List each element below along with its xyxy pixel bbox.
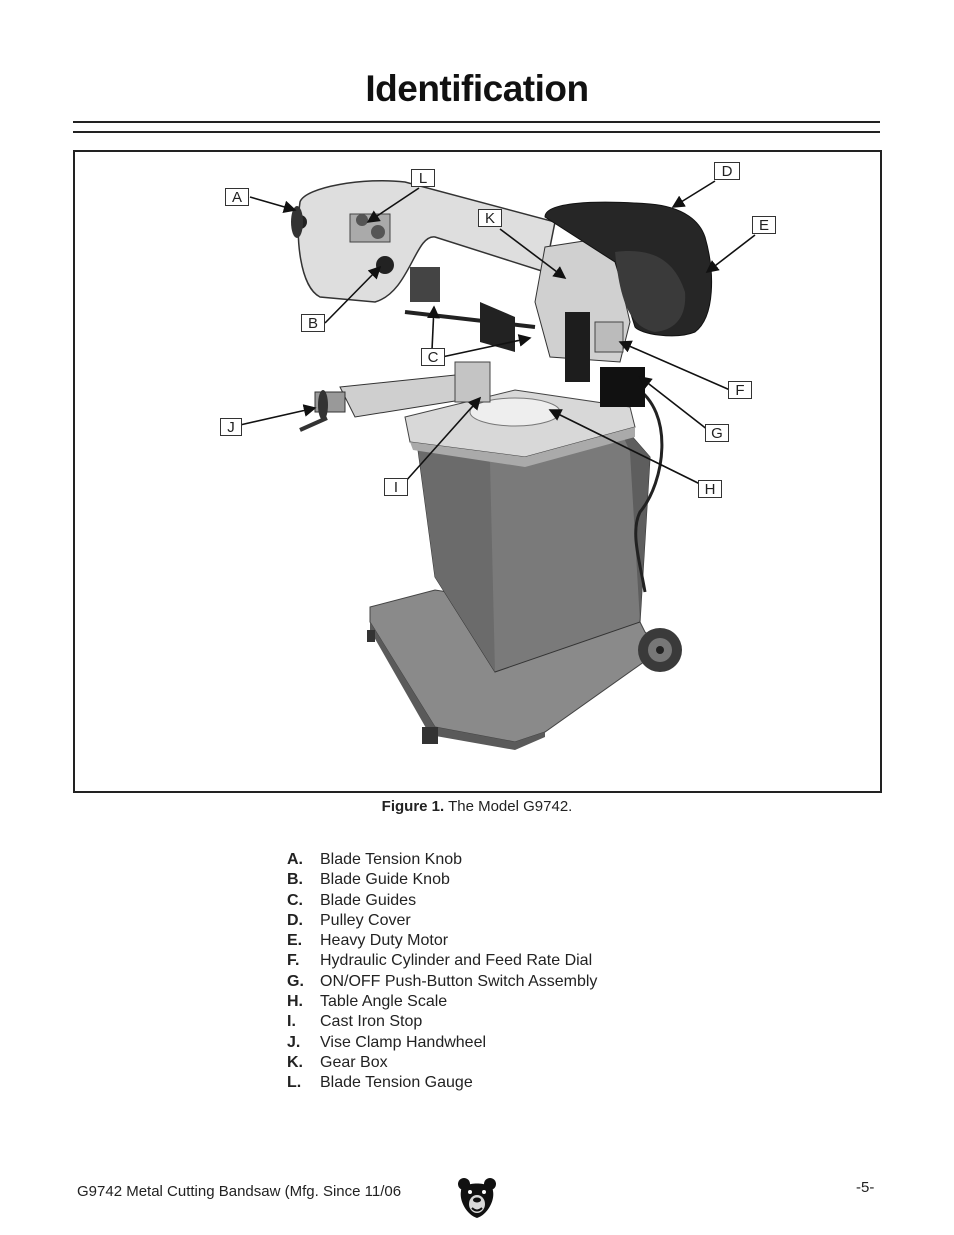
parts-list: A.Blade Tension Knob B.Blade Guide Knob … [287,850,597,1094]
list-label: Blade Guides [320,891,417,909]
vise [299,361,491,432]
callout-b: B [301,314,325,332]
figure-caption-label: Figure 1. [381,798,445,815]
leader-lines [239,180,756,486]
list-key: H. [287,993,303,1011]
list-label: Blade Tension Gauge [320,1074,473,1092]
saw-frame [291,179,556,352]
list-item: C. Blade Guides [287,891,597,911]
stand-cabinet [414,416,651,673]
list-item: F. Hydraulic Cylinder and Feed Rate Dial [287,951,597,971]
list-label: Gear Box [320,1053,388,1071]
list-key: J. [287,1033,301,1051]
list-key: A. [287,851,303,868]
bandsaw-illustration [239,179,756,750]
callout-j: J [220,418,242,436]
list-item: I. Cast Iron Stop [287,1012,597,1032]
list-label: Blade Tension Knob [320,851,463,868]
list-item: K. Gear Box [287,1053,597,1073]
bear-logo-icon [458,1178,496,1218]
footer-manual-title: G9742 Metal Cutting Bandsaw (Mfg. Since … [77,1183,402,1200]
list-label: Blade Guide Knob [320,871,450,889]
list-label: Table Angle Scale [320,993,448,1011]
wheel [638,628,682,672]
list-key: I. [287,1013,296,1031]
list-item: G. ON/OFF Push-Button Switch Assembly [287,972,597,992]
list-key: B. [287,871,303,889]
list-key: L. [287,1074,302,1092]
callout-g: G [705,424,729,442]
list-item: B. Blade Guide Knob [287,870,597,890]
callout-a: A [225,188,249,206]
list-label: Cast Iron Stop [320,1013,423,1031]
list-item: A. Blade Tension Knob [287,850,597,870]
list-item: J. Vise Clamp Handwheel [287,1033,597,1053]
list-key: D. [287,911,303,929]
page-title: Identification [365,68,589,109]
list-label: ON/OFF Push-Button Switch Assembly [320,972,598,990]
callout-l: L [411,169,435,187]
list-label: Heavy Duty Motor [320,932,449,950]
list-item: D. Pulley Cover [287,911,597,931]
figure-frame: A B C D E F G H I J K L [73,150,882,793]
list-key: E. [287,932,303,950]
callout-e: E [752,216,776,234]
callout-d: D [714,162,740,180]
list-item: L. Blade Tension Gauge [287,1073,597,1093]
callout-h: H [698,480,722,498]
list-item: E. Heavy Duty Motor [287,931,597,951]
list-key: G. [287,972,304,990]
figure-caption: Figure 1. The Model G9742. [0,798,954,815]
list-label: Pulley Cover [320,911,411,929]
callout-k: K [478,209,502,227]
list-key: K. [287,1053,303,1071]
list-key: F. [287,952,300,970]
list-label: Vise Clamp Handwheel [320,1033,487,1051]
title-rule-bottom [73,131,880,133]
callout-f: F [728,381,752,399]
list-key: C. [287,891,303,909]
table [404,389,636,467]
power-cord [634,385,664,593]
list-item: H. Table Angle Scale [287,992,597,1012]
page-number: -5- [856,1179,875,1196]
callout-c: C [421,348,445,366]
callout-i: I [384,478,408,496]
title-rule-top [73,121,880,123]
list-label: Hydraulic Cylinder and Feed Rate Dial [320,952,593,970]
figure-caption-text: The Model G9742. [444,798,573,815]
motor [544,201,712,337]
